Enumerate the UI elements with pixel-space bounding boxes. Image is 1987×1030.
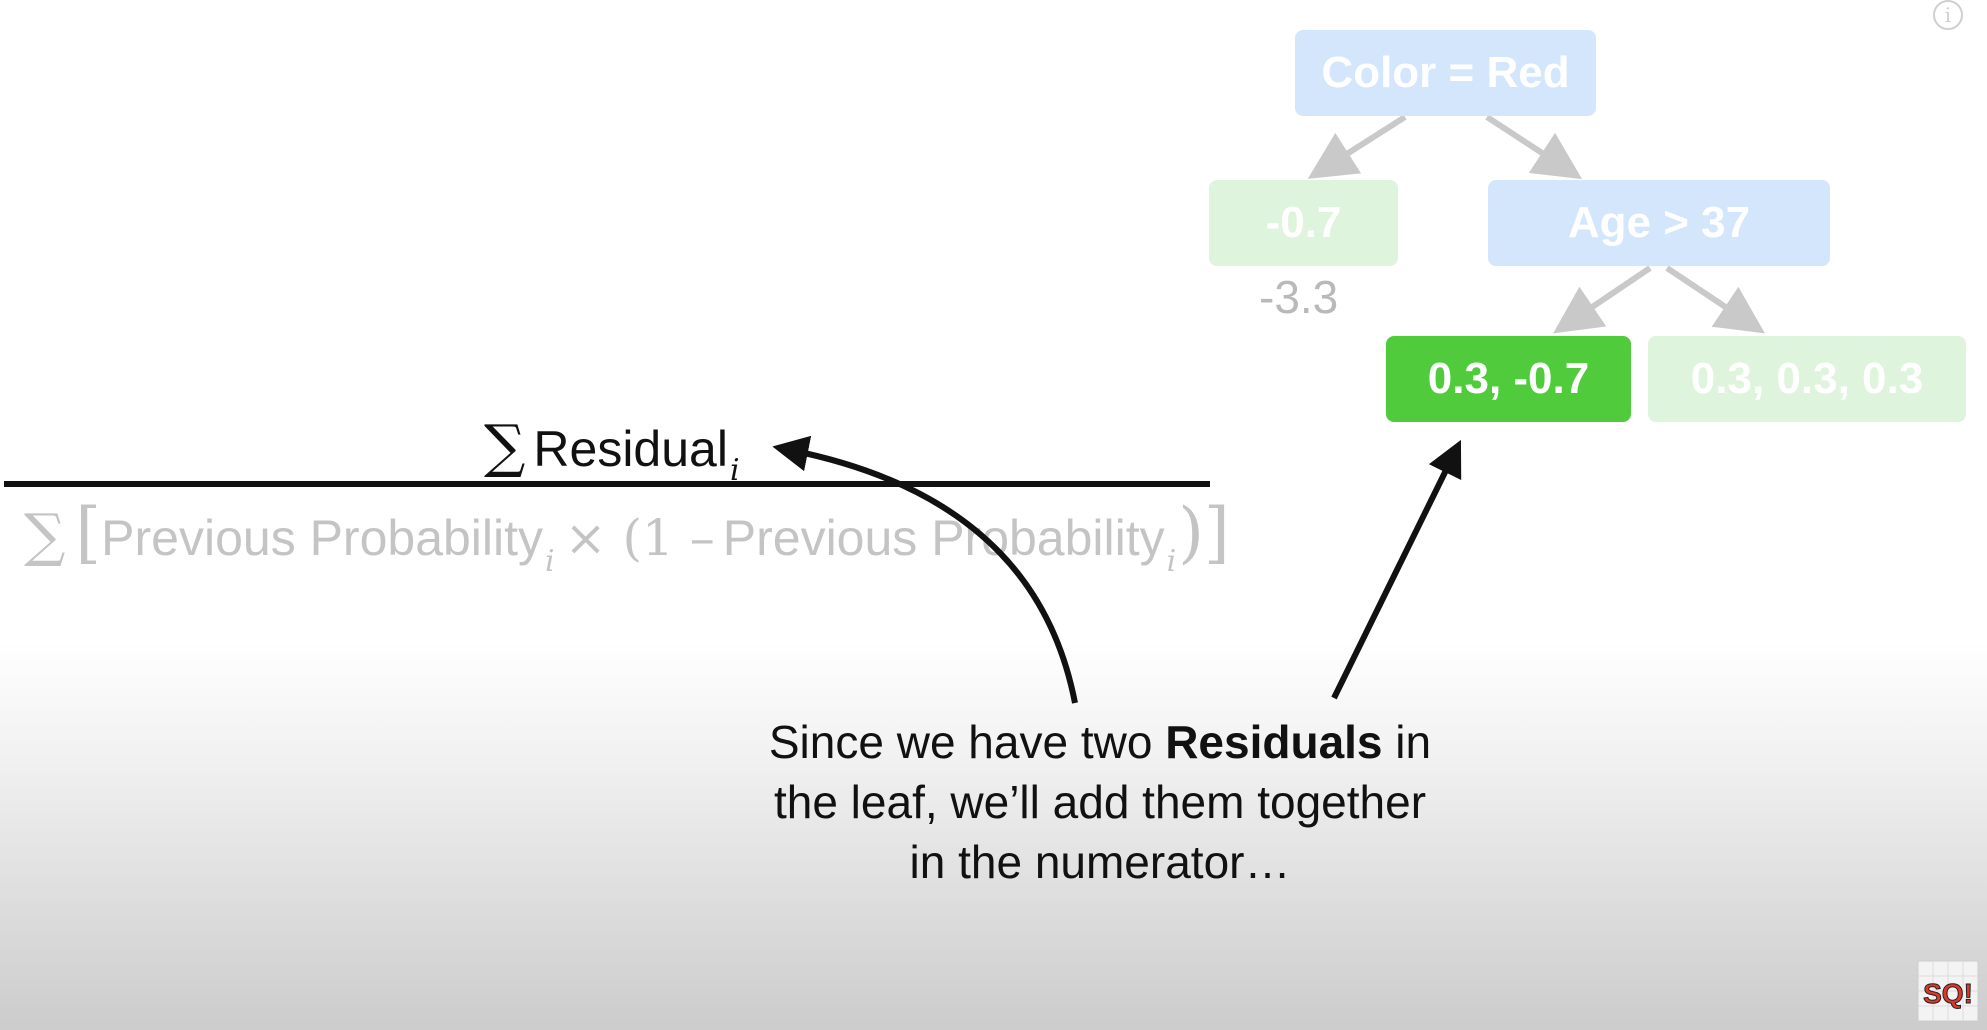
tree-age-node: Age > 37 [1488, 180, 1830, 266]
equation-numerator: ∑ Residual i [484, 412, 740, 488]
arrow-age-to-selected-leaf [1553, 265, 1652, 334]
tree-left-leaf-label: -0.7 [1265, 198, 1342, 247]
equation-denominator: ∑ [ Previous Probability i × (1 – Previo… [24, 494, 1230, 579]
arrow-caption-to-selected-leaf [1331, 439, 1462, 700]
caption-line-2: the leaf, we’ll add them together [773, 776, 1427, 828]
caption-line-1: Since we have two Residuals in [700, 712, 1500, 772]
numerator-subscript: i [729, 453, 740, 488]
channel-logo: SQ! [1917, 960, 1979, 1022]
numerator-sigma: ∑ [484, 412, 526, 480]
arrow-caption-to-numerator [772, 435, 1078, 704]
caption-bold-residuals: Residuals [1165, 716, 1383, 768]
arrow-root-to-left-leaf [1307, 114, 1407, 179]
tree-left-leaf: -0.7 [1209, 180, 1398, 266]
tree-selected-leaf-label: 0.3, -0.7 [1427, 354, 1590, 403]
tree-root-node: Color = Red [1295, 30, 1596, 116]
tree-selected-leaf: 0.3, -0.7 [1386, 336, 1631, 422]
denominator-subscript-2: i [1166, 544, 1177, 579]
caption: Since we have two Residuals in the leaf,… [700, 712, 1500, 892]
fraction-bar [4, 481, 1210, 487]
tree-left-leaf-output: -3.3 [1259, 271, 1339, 323]
tree-age-label: Age > 37 [1567, 198, 1751, 247]
denominator-paren-open: (1 – [622, 509, 715, 567]
denominator-term-2: Previous Probability [722, 510, 1165, 566]
tree-root-label: Color = Red [1321, 48, 1570, 97]
denominator-open-bracket: [ [75, 494, 102, 571]
denominator-subscript-1: i [545, 544, 555, 579]
tree-other-leaf-label: 0.3, 0.3, 0.3 [1690, 354, 1924, 403]
numerator-label: Residual [533, 421, 728, 477]
tree-other-leaf: 0.3, 0.3, 0.3 [1648, 336, 1966, 422]
info-icon[interactable]: i [1933, 0, 1963, 30]
denominator-sigma: ∑ [24, 501, 66, 569]
denominator-times: × [564, 509, 607, 567]
denominator-close: )] [1178, 494, 1230, 571]
caption-line-1-post: in [1382, 716, 1432, 768]
info-icon-glyph: i [1944, 3, 1952, 27]
svg-text:SQ!: SQ! [1923, 978, 1973, 1009]
arrow-age-to-other-leaf [1665, 265, 1765, 334]
denominator-term-1: Previous Probability [101, 510, 544, 566]
caption-line-3: in the numerator… [909, 836, 1291, 888]
caption-line-1-pre: Since we have two [768, 716, 1166, 768]
arrow-root-to-age-node [1485, 114, 1583, 180]
